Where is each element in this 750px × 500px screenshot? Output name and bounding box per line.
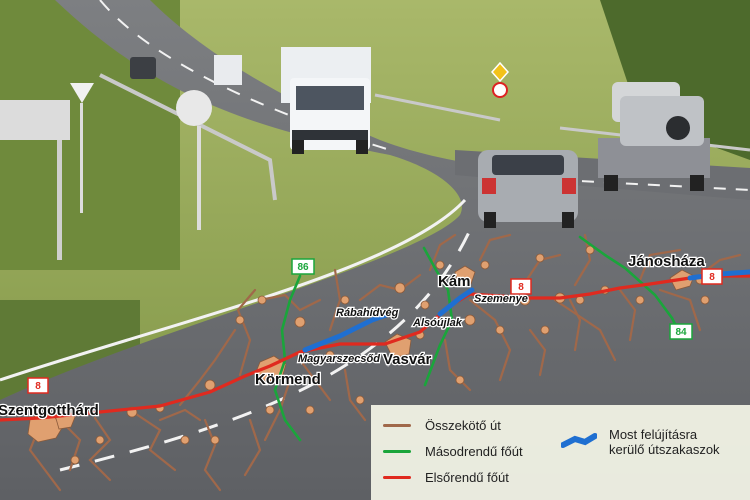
route-shield-8-center: 8	[510, 278, 532, 295]
connecting-road-swatch	[383, 424, 411, 427]
tow-truck-with-suv	[598, 82, 710, 191]
van-distant	[214, 55, 242, 85]
legend-item-secondary-road: Másodrendű főút	[383, 444, 523, 459]
label-szemenye: Szemenye	[474, 293, 528, 305]
lane-marking-right	[559, 179, 750, 191]
secondary-road-swatch	[383, 450, 411, 453]
sign-post	[57, 140, 62, 260]
label-alsoujlak: Alsóújlak	[412, 317, 463, 329]
trees	[600, 0, 750, 160]
primary-road-8	[0, 274, 750, 422]
round-sign-post	[197, 126, 201, 230]
label-vasvar: Vasvár	[383, 351, 432, 368]
white-truck	[281, 47, 371, 154]
label-magyarszecsod: Magyarszecsőd	[298, 353, 380, 365]
label-rabahidveg: Rábahídvég	[336, 307, 399, 319]
svg-text:86: 86	[297, 262, 309, 273]
svg-text:8: 8	[709, 272, 715, 283]
label-kormend: Körmend	[255, 371, 321, 388]
guardrail-left	[99, 73, 277, 201]
svg-text:8: 8	[35, 381, 41, 392]
legend-label-secondary-road: Másodrendű főút	[425, 444, 523, 459]
legend-label-renovation: Most felújításra kerülő útszakaszok	[609, 427, 720, 457]
route-shield-84: 84	[669, 323, 693, 340]
legend-item-primary-road: Elsőrendű főút	[383, 470, 509, 485]
map-legend: Összekötő út Másodrendű főút Elsőrendű f…	[371, 405, 750, 500]
silver-car	[478, 150, 578, 228]
connecting-roads	[28, 233, 742, 492]
round-sign	[176, 90, 212, 126]
yield-sign-post	[80, 103, 83, 213]
renovation-swatch	[561, 433, 597, 448]
label-szentgotthard: Szentgotthárd	[0, 402, 99, 419]
road-edge-line	[0, 198, 467, 382]
route-shield-86: 86	[291, 258, 315, 275]
car-distant	[130, 57, 156, 79]
label-janoshaza: Jánosháza	[628, 253, 705, 270]
sign-board	[0, 100, 70, 140]
legend-item-connecting-road: Összekötő út	[383, 418, 501, 433]
primary-road-swatch	[383, 476, 411, 479]
route-shield-8-west: 8	[27, 377, 49, 394]
svg-text:84: 84	[675, 327, 687, 338]
route-shield-8-east: 8	[701, 268, 723, 285]
legend-label-connecting-road: Összekötő út	[425, 418, 501, 433]
map-overlay: 8 8 8 86 84 Szentgotthárd Körmend Rábahí…	[0, 233, 750, 492]
legend-item-renovation: Most felújításra kerülő útszakaszok	[561, 427, 741, 457]
label-kam: Kám	[438, 273, 471, 290]
svg-text:8: 8	[518, 282, 524, 293]
legend-label-primary-road: Elsőrendű főút	[425, 470, 509, 485]
priority-road-sign	[490, 61, 510, 83]
speed-sign	[492, 82, 508, 98]
yield-sign	[70, 83, 94, 103]
